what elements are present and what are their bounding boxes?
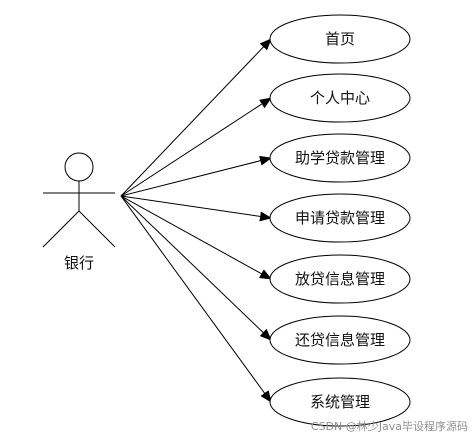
use-case-ellipse bbox=[269, 193, 411, 243]
use-case-ellipse bbox=[269, 133, 411, 183]
use-case-label: 还贷信息管理 bbox=[295, 331, 385, 349]
use-case-ellipse bbox=[269, 14, 411, 64]
use-case-personal-center: 个人中心 bbox=[269, 73, 411, 123]
arrow-to-uc-1 bbox=[120, 38, 272, 197]
use-case-label: 系统管理 bbox=[310, 393, 370, 411]
use-case-ellipse bbox=[269, 73, 411, 123]
actor-left-leg bbox=[42, 210, 80, 248]
use-case-homepage: 首页 bbox=[269, 14, 411, 64]
arrow-to-uc-4 bbox=[120, 195, 272, 222]
arrow-to-uc-7 bbox=[120, 195, 272, 403]
actor-figure bbox=[42, 152, 116, 248]
use-case-label: 申请贷款管理 bbox=[295, 209, 385, 227]
use-case-student-loan-management: 助学贷款管理 bbox=[269, 133, 411, 183]
use-case-ellipse bbox=[269, 377, 411, 427]
use-case-system-management: 系统管理 bbox=[269, 377, 411, 427]
csdn-watermark: CSDN @林少Java毕设程序源码 bbox=[310, 420, 468, 433]
arrow-to-uc-5 bbox=[120, 195, 272, 280]
use-case-ellipse bbox=[269, 254, 411, 304]
use-case-label: 助学贷款管理 bbox=[295, 149, 385, 167]
use-case-ellipse bbox=[269, 315, 411, 365]
actor-right-leg bbox=[78, 210, 116, 248]
actor-label: 银行 bbox=[64, 254, 94, 272]
use-case-label: 放贷信息管理 bbox=[295, 270, 385, 288]
use-case-disbursement-info-management: 放贷信息管理 bbox=[269, 254, 411, 304]
use-case-label: 首页 bbox=[325, 30, 355, 48]
association-arrows bbox=[120, 38, 272, 403]
use-case-loan-application-management: 申请贷款管理 bbox=[269, 193, 411, 243]
use-case-label: 个人中心 bbox=[310, 89, 370, 107]
arrow-to-uc-6 bbox=[120, 195, 272, 341]
arrow-to-uc-3 bbox=[120, 155, 272, 197]
arrow-to-uc-2 bbox=[120, 97, 272, 197]
use-case-repayment-info-management: 还贷信息管理 bbox=[269, 315, 411, 365]
actor-head bbox=[64, 152, 94, 182]
